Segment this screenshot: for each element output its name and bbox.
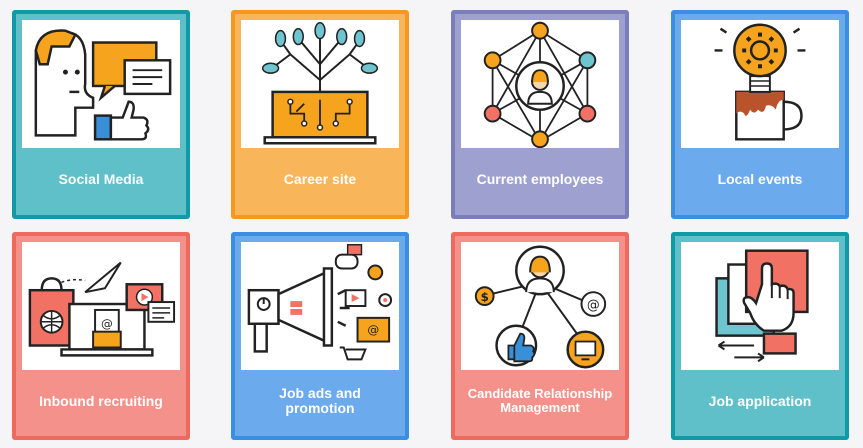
card-label: Job application — [708, 392, 812, 409]
card-inbound-recruiting[interactable]: @ Inbound recruiting — [12, 232, 190, 440]
laptop-tree-icon — [241, 20, 399, 148]
card-current-employees[interactable]: Current employees — [451, 10, 629, 219]
card-label: Current employees — [476, 171, 604, 187]
inbound-media-icon: @ — [22, 242, 180, 370]
card-label: Local events — [717, 171, 803, 187]
svg-text:@: @ — [101, 317, 113, 331]
crm-network-icon: $ @ — [461, 242, 619, 370]
svg-text:$: $ — [481, 290, 489, 304]
card-social-media[interactable]: Social Media — [12, 10, 190, 219]
card-local-events[interactable]: Local events — [671, 10, 849, 219]
card-crm[interactable]: $ @ Candidate Relationship Management — [451, 232, 629, 440]
network-people-icon — [461, 20, 619, 148]
svg-text:@: @ — [587, 298, 600, 313]
social-media-icon — [22, 20, 180, 148]
card-label: Career site — [283, 171, 357, 187]
svg-text:@: @ — [367, 323, 379, 337]
card-label: Job ads and promotion — [279, 385, 361, 416]
megaphone-icon: @ — [241, 242, 399, 370]
card-label: Social Media — [58, 171, 144, 187]
card-job-ads[interactable]: @ Job ads and promotion — [231, 232, 409, 440]
card-label: Candidate Relationship Management — [467, 386, 613, 415]
card-job-application[interactable]: Job application — [671, 232, 849, 440]
card-career-site[interactable]: Career site — [231, 10, 409, 219]
touch-document-icon — [681, 242, 839, 370]
lightbulb-mug-icon — [681, 20, 839, 148]
card-label: Inbound recruiting — [39, 392, 163, 409]
